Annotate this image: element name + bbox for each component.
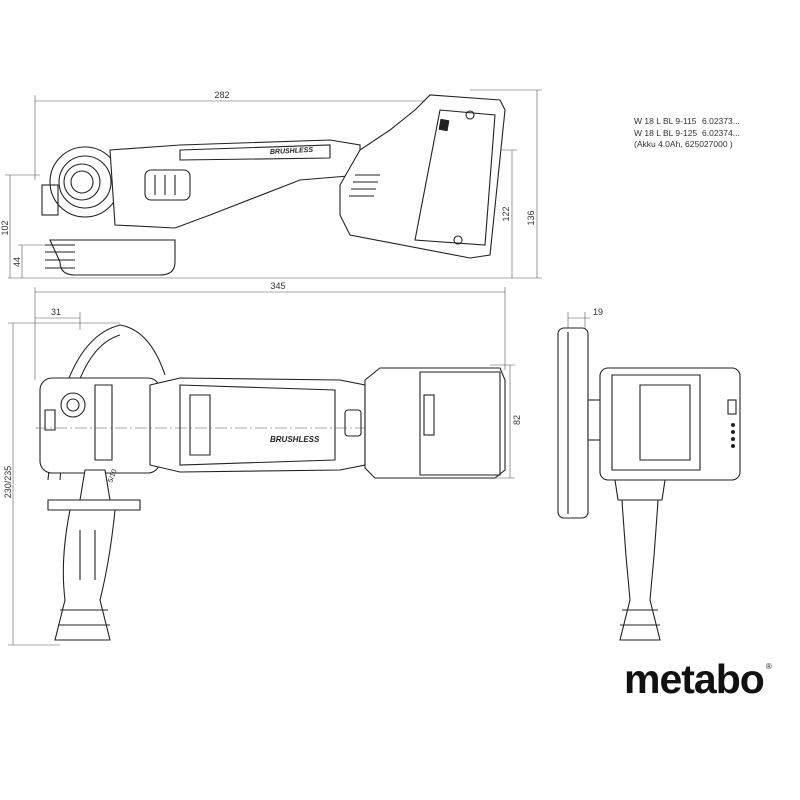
dim-82: 82 [512,415,522,425]
dim-31: 31 [51,307,61,317]
battery-note: (Akku 4.0Ah, 625027000 ) [634,139,733,149]
dimension-labels: 282 102 44 122 136 345 31 230/235 82 19 [0,90,603,498]
spec-model: W 18 L BL 9-125 [634,127,698,138]
side-view-grinder: BRUSHLESS 5/10 [35,324,506,641]
brand-logo: metabo® [624,656,772,703]
disc-marking: 5/10 [107,468,118,483]
model-spec-list: W 18 L BL 9-115 6.02373... W 18 L BL 9-12… [634,116,740,151]
dim-122: 122 [501,206,511,221]
dimension-lines [5,89,590,646]
dim-44: 44 [12,257,22,267]
spec-row: W 18 L BL 9-125 6.02374... [634,128,740,140]
dim-230-235: 230/235 [3,466,13,499]
dim-102: 102 [0,220,10,235]
dim-19: 19 [593,307,603,317]
front-view-grinder [557,327,741,641]
brushless-label-side: BRUSHLESS [270,435,320,444]
brushless-label-top: BRUSHLESS [270,147,314,156]
top-view-grinder: BRUSHLESS [41,94,506,276]
registered-mark: ® [765,662,772,671]
spec-model: W 18 L BL 9-115 [634,116,697,126]
dim-136: 136 [526,210,536,225]
spec-number: 6.02373... [702,116,740,126]
spec-row: W 18 L BL 9-115 6.02373... [634,116,740,128]
dim-345: 345 [270,281,285,291]
dim-282: 282 [214,90,229,100]
spec-number: 6.02374... [702,127,740,138]
brand-name: metabo [624,656,765,702]
